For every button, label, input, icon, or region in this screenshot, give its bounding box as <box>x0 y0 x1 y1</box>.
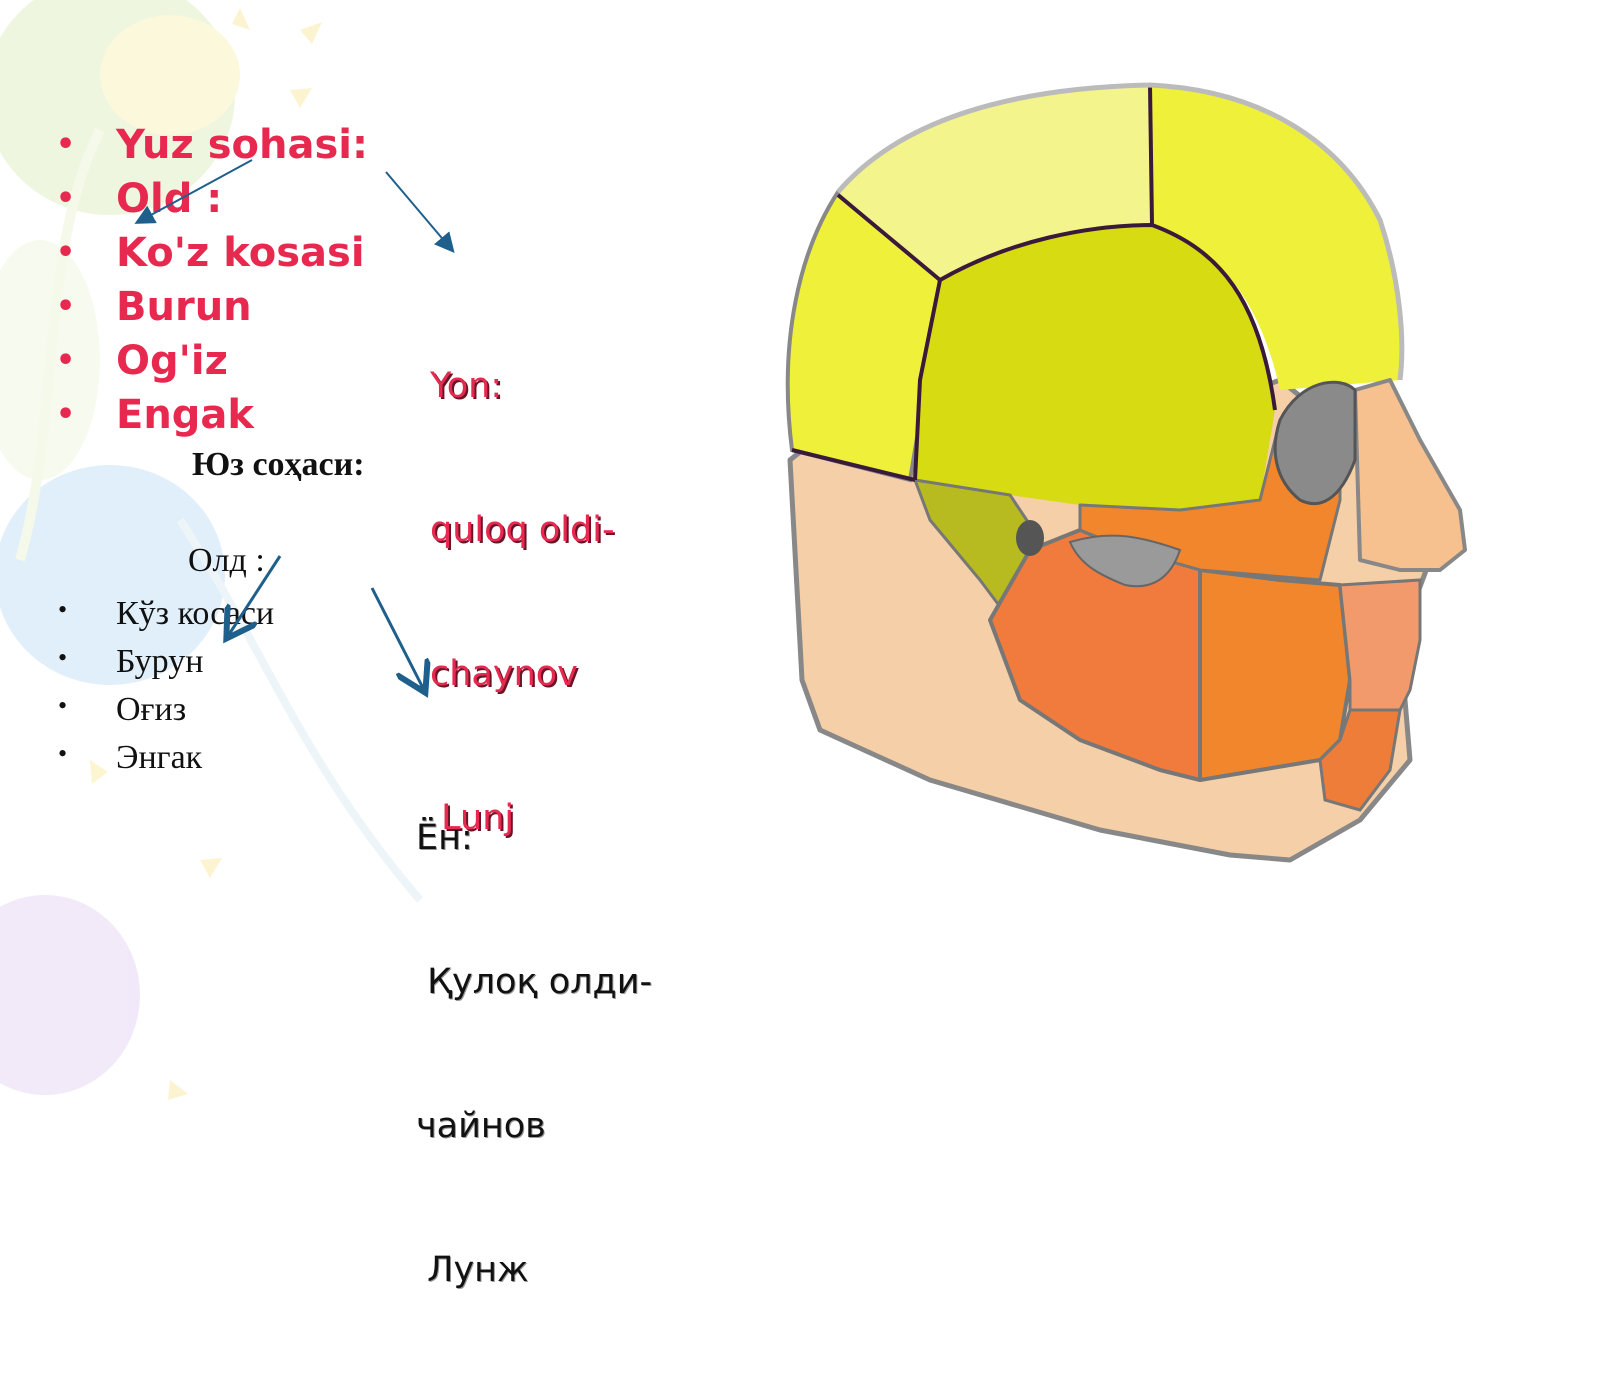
temporal-boundary-line <box>939 222 1277 411</box>
cyrillic-item-ogiz: Оғиз <box>52 682 274 734</box>
temporal-front-boundary-line <box>913 279 942 481</box>
confetti-decoration <box>200 858 222 878</box>
confetti-decoration <box>300 22 322 44</box>
confetti-decoration <box>232 8 250 30</box>
ribbon-decoration <box>176 517 424 903</box>
eye-shape <box>1273 380 1357 506</box>
latin-region-list: Yuz sohasi: Old : Ko'z kosasi Burun Og'i… <box>52 118 368 442</box>
parietal-right-region <box>1150 85 1402 390</box>
latin-side-line-1: quloq oldi- <box>430 510 615 550</box>
cyrillic-side-line-2: чайнов <box>416 1106 546 1146</box>
temporal-region <box>915 225 1275 510</box>
cyrillic-item-burun: Бурун <box>52 634 274 686</box>
zygomatic-shape <box>1068 534 1182 588</box>
oral-region <box>1338 578 1422 712</box>
sagittal-boundary-line <box>1148 84 1154 226</box>
latin-item-koz-kosasi: Ko'z kosasi <box>52 226 368 280</box>
cranial-base-boundary-line <box>791 448 916 482</box>
latin-item-yuz-sohasi: Yuz sohasi: <box>52 118 368 172</box>
cyrillic-item-engak: Энгак <box>52 730 274 782</box>
cyrillic-heading: Юз соҳаси: <box>192 446 365 483</box>
confetti-decoration <box>168 1080 188 1100</box>
latin-side-title: Yon: <box>430 366 503 406</box>
cyrillic-region-list: Кўз косаси Бурун Оғиз Энгак <box>52 586 274 782</box>
mental-region <box>1318 708 1402 812</box>
buccal-region <box>1198 568 1352 782</box>
nasal-region <box>1353 378 1467 572</box>
frontal-boundary-line <box>836 193 942 282</box>
cyrillic-item-koz-kosasi: Кўз косаси <box>52 586 274 638</box>
ear-shape <box>1016 520 1044 556</box>
head-outline <box>836 82 1405 381</box>
latin-side-line-2: chaynov <box>430 654 578 694</box>
balloon-purple-decoration <box>0 895 140 1095</box>
slide: Yuz sohasi: Old : Ko'z kosasi Burun Og'i… <box>0 0 1600 1200</box>
latin-side-line-3: Lunj <box>430 798 515 838</box>
cyrillic-old-label: Олд : <box>188 542 265 579</box>
latin-item-burun: Burun <box>52 280 368 334</box>
latin-side-block: Yon: quloq oldi- chaynov Lunj <box>430 266 615 938</box>
latin-item-old: Old : <box>52 172 368 226</box>
confetti-decoration <box>290 88 312 108</box>
cyrillic-side-line-1: Қулоқ олди- <box>416 962 653 1002</box>
cyrillic-side-line-3: Лунж <box>416 1250 529 1290</box>
latin-item-ogiz: Og'iz <box>52 334 368 388</box>
cyrillic-side-block: Ён: Қулоқ олди- чайнов Лунж <box>416 718 652 1390</box>
latin-item-engak: Engak <box>52 388 368 442</box>
cyrillic-side-title: Ён: <box>416 818 473 858</box>
balloon-yellow-decoration <box>100 15 240 135</box>
head-region-diagram <box>785 82 1467 863</box>
